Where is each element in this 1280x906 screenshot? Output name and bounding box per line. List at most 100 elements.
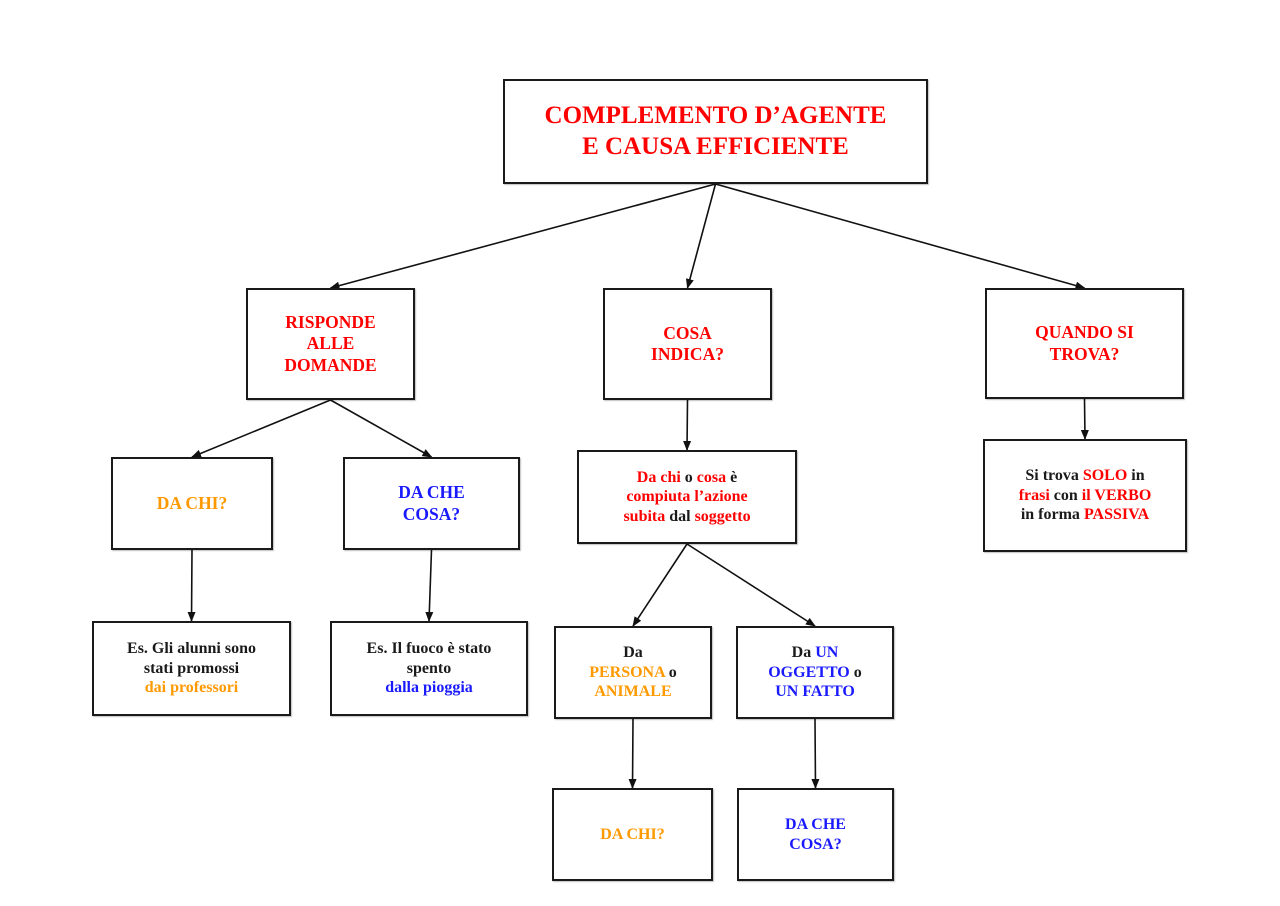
text-segment: DA CHE: [785, 815, 846, 833]
arrow-oggetto-to-da_che_cosa_2: [811, 718, 820, 789]
text-line: DA CHE: [785, 815, 846, 835]
by-what-question-bottom-text: DA CHE COSA?: [785, 815, 846, 854]
arrow-risponde-to-da_che_cosa_1: [330, 399, 433, 458]
text-segment: Da: [623, 644, 643, 662]
text-line: frasi con il VERBO: [1019, 486, 1152, 506]
text-line: TROVA?: [1035, 344, 1134, 365]
text-segment: UN: [815, 644, 839, 662]
text-segment: SOLO: [1082, 467, 1128, 485]
arrow-root-to-cosa_indica: [685, 183, 717, 289]
text-line: compiuta l’azione: [623, 487, 750, 507]
text-line: PERSONA o: [589, 663, 677, 683]
text-line: Es. Il fuoco è stato: [367, 639, 492, 659]
by-whom-question-text: DA CHI?: [157, 493, 228, 514]
text-segment: in forma: [1020, 506, 1084, 524]
text-line: Da chi o cosa è: [623, 468, 750, 488]
text-line: subita dal soggetto: [623, 507, 750, 527]
text-segment: dai professori: [144, 679, 239, 697]
text-segment: frasi: [1018, 486, 1050, 504]
root-node-text: COMPLEMENTO D’AGENTE E CAUSA EFFICIENTE: [545, 101, 887, 162]
arrow-persona-to-da_chi_2: [628, 718, 637, 789]
arrow-definizione-to-persona: [632, 543, 688, 627]
text-line: COSA?: [398, 504, 465, 525]
arrow-da_che_cosa_1-to-esempio_2: [425, 549, 434, 622]
text-segment: con: [1049, 486, 1082, 504]
by-what-question-bottom-node: DA CHE COSA?: [737, 788, 894, 881]
text-segment: E CAUSA EFFICIENTE: [582, 132, 849, 160]
text-line: Da: [589, 643, 677, 663]
text-segment: dalla pioggia: [385, 679, 473, 697]
arrow-quando-to-si_trova: [1080, 398, 1089, 440]
text-segment: COSA: [663, 322, 712, 343]
text-line: COSA: [651, 323, 724, 344]
text-segment: COSA?: [402, 503, 461, 524]
text-segment: DA CHE: [398, 482, 465, 503]
text-line: ALLE: [284, 333, 376, 354]
text-segment: dal: [665, 507, 695, 525]
text-line: in forma PASSIVA: [1019, 505, 1152, 525]
text-segment: compiuta l’azione: [626, 488, 748, 506]
text-segment: PERSONA: [589, 663, 665, 681]
text-segment: ALLE: [306, 333, 355, 354]
text-segment: UN FATTO: [775, 683, 855, 701]
text-segment: TROVA?: [1049, 343, 1120, 364]
text-segment: Si trova: [1025, 467, 1083, 485]
text-line: Da UN: [768, 643, 862, 663]
text-segment: Da: [791, 644, 816, 662]
text-segment: QUANDO SI: [1035, 322, 1134, 343]
text-line: COMPLEMENTO D’AGENTE: [545, 101, 887, 132]
by-whom-question-bottom-node: DA CHI?: [552, 788, 713, 881]
text-line: dai professori: [127, 678, 256, 698]
text-line: Si trova SOLO in: [1019, 466, 1152, 486]
text-line: DA CHI?: [600, 825, 664, 845]
by-whom-question-node: DA CHI?: [111, 457, 273, 550]
text-segment: Es. Gli alunni sono: [127, 640, 256, 658]
text-segment: stati promossi: [143, 659, 240, 677]
text-segment: RISPONDE: [285, 311, 376, 332]
text-segment: COMPLEMENTO D’AGENTE: [544, 102, 887, 129]
text-line: spento: [367, 659, 492, 679]
text-segment: DOMANDE: [284, 354, 377, 375]
text-line: OGGETTO o: [768, 663, 862, 683]
text-segment: soggetto: [694, 507, 751, 525]
text-segment: o: [680, 468, 697, 486]
text-line: DA CHE: [398, 482, 465, 503]
text-line: DA CHI?: [157, 493, 228, 514]
text-segment: Es. Il fuoco è stato: [366, 640, 492, 658]
text-segment: cosa: [696, 468, 727, 486]
text-segment: spento: [406, 659, 452, 677]
text-segment: ANIMALE: [594, 683, 672, 701]
text-segment: o: [849, 663, 862, 681]
text-line: QUANDO SI: [1035, 322, 1134, 343]
text-segment: OGGETTO: [768, 663, 850, 681]
text-segment: il VERBO: [1081, 486, 1152, 504]
text-line: dalla pioggia: [367, 678, 492, 698]
text-line: Es. Gli alunni sono: [127, 639, 256, 659]
text-line: COSA?: [785, 835, 846, 855]
text-segment: o: [664, 663, 677, 681]
text-segment: DA CHI?: [600, 825, 665, 843]
root-node: COMPLEMENTO D’AGENTE E CAUSA EFFICIENTE: [503, 79, 928, 184]
by-whom-question-bottom-text: DA CHI?: [600, 825, 664, 845]
text-segment: è: [726, 468, 738, 486]
text-line: ANIMALE: [589, 682, 677, 702]
text-segment: COSA?: [789, 835, 842, 853]
